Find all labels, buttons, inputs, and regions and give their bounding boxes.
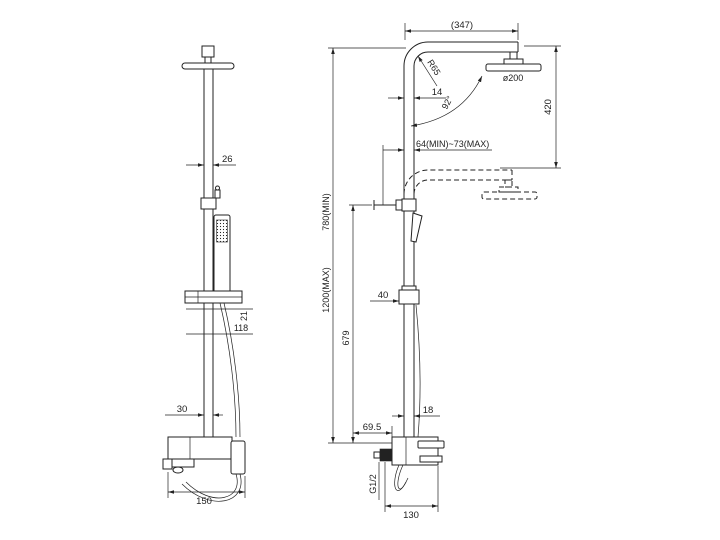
side-dim-40-label: 40 [378, 290, 389, 301]
front-dim-150-label: 150 [196, 496, 212, 507]
side-mixer-inlet-thread [373, 451, 381, 459]
front-mixer-inlet-nut [162, 458, 173, 470]
side-pipe-arm-inner-edge [413, 51, 518, 437]
front-mixer-handle [230, 440, 246, 475]
side-mixer-spout [419, 455, 443, 463]
side-dim-69-5-label: 69.5 [363, 422, 382, 433]
side-rain-shower-head [485, 63, 542, 72]
side-head-neck [509, 51, 518, 60]
front-ceiling-mount [201, 45, 215, 58]
side-pipe-arm-outer-edge [403, 41, 518, 437]
front-dim-30-label: 30 [177, 404, 188, 415]
side-slide-bracket [398, 289, 420, 305]
side-dim-1200-label: 1200(MAX) [321, 267, 331, 313]
side-hose-loop-edge-b [397, 464, 407, 490]
side-dim-18-label: 18 [423, 405, 434, 416]
front-dim-21-label: 21 [239, 311, 249, 321]
front-mixer-spout [171, 458, 195, 468]
side-arm-lowered-inner-edge [413, 179, 512, 195]
side-pipe-coupling [401, 198, 417, 212]
side-view: 780(MIN) 1200(MAX) 679 ø200 (347) 420 R6… [321, 20, 561, 521]
front-hose-upper-edge-b [223, 302, 241, 438]
side-mixer-inlet-nut [379, 448, 393, 462]
front-hand-shower-spray-face [216, 219, 228, 243]
side-head-lowered-neck [504, 179, 513, 188]
side-dim-780-label: 780(MIN) [321, 193, 331, 231]
front-dim-26-label: 26 [222, 154, 233, 165]
side-dim-r65-label: R65 [425, 58, 442, 77]
side-dim-head-diameter-label: ø200 [503, 73, 524, 83]
front-dim-118-label: 118 [234, 323, 248, 333]
side-head-swivel [503, 58, 524, 65]
side-dim-14-label: 14 [432, 87, 443, 98]
front-hose-loop-edge-a [185, 473, 238, 499]
front-rain-shower-head [181, 62, 235, 70]
side-dim-347-label: (347) [451, 20, 473, 31]
side-dim-130-label: 130 [403, 510, 419, 521]
side-dim-420-label: 420 [543, 99, 554, 115]
front-hose-upper-edge-a [219, 302, 237, 438]
side-head-lowered-swivel [498, 186, 519, 193]
front-diverter-knob-cap [215, 185, 220, 191]
front-view: 26 21 118 30 [162, 45, 253, 507]
side-rain-shower-head-lowered [481, 191, 538, 200]
side-hand-shower [410, 212, 423, 243]
side-slide-bracket-clamp [401, 285, 417, 291]
side-dim-679-label: 679 [341, 330, 351, 345]
side-dim-thread-label: G1/2 [368, 474, 378, 494]
side-dim-92-arc [410, 75, 483, 127]
side-mixer-lever [417, 440, 445, 449]
front-mixer-spout-outlet [172, 466, 184, 474]
side-hose [415, 304, 421, 438]
front-pipe-coupling [200, 197, 217, 210]
front-mixer-body [167, 436, 233, 460]
front-diverter-knob [214, 189, 221, 199]
side-arm-lowered-outer-edge [403, 169, 512, 195]
side-dim-arm-range-label: 64(MIN)~73(MAX) [416, 139, 489, 149]
front-head-neck [204, 56, 212, 64]
